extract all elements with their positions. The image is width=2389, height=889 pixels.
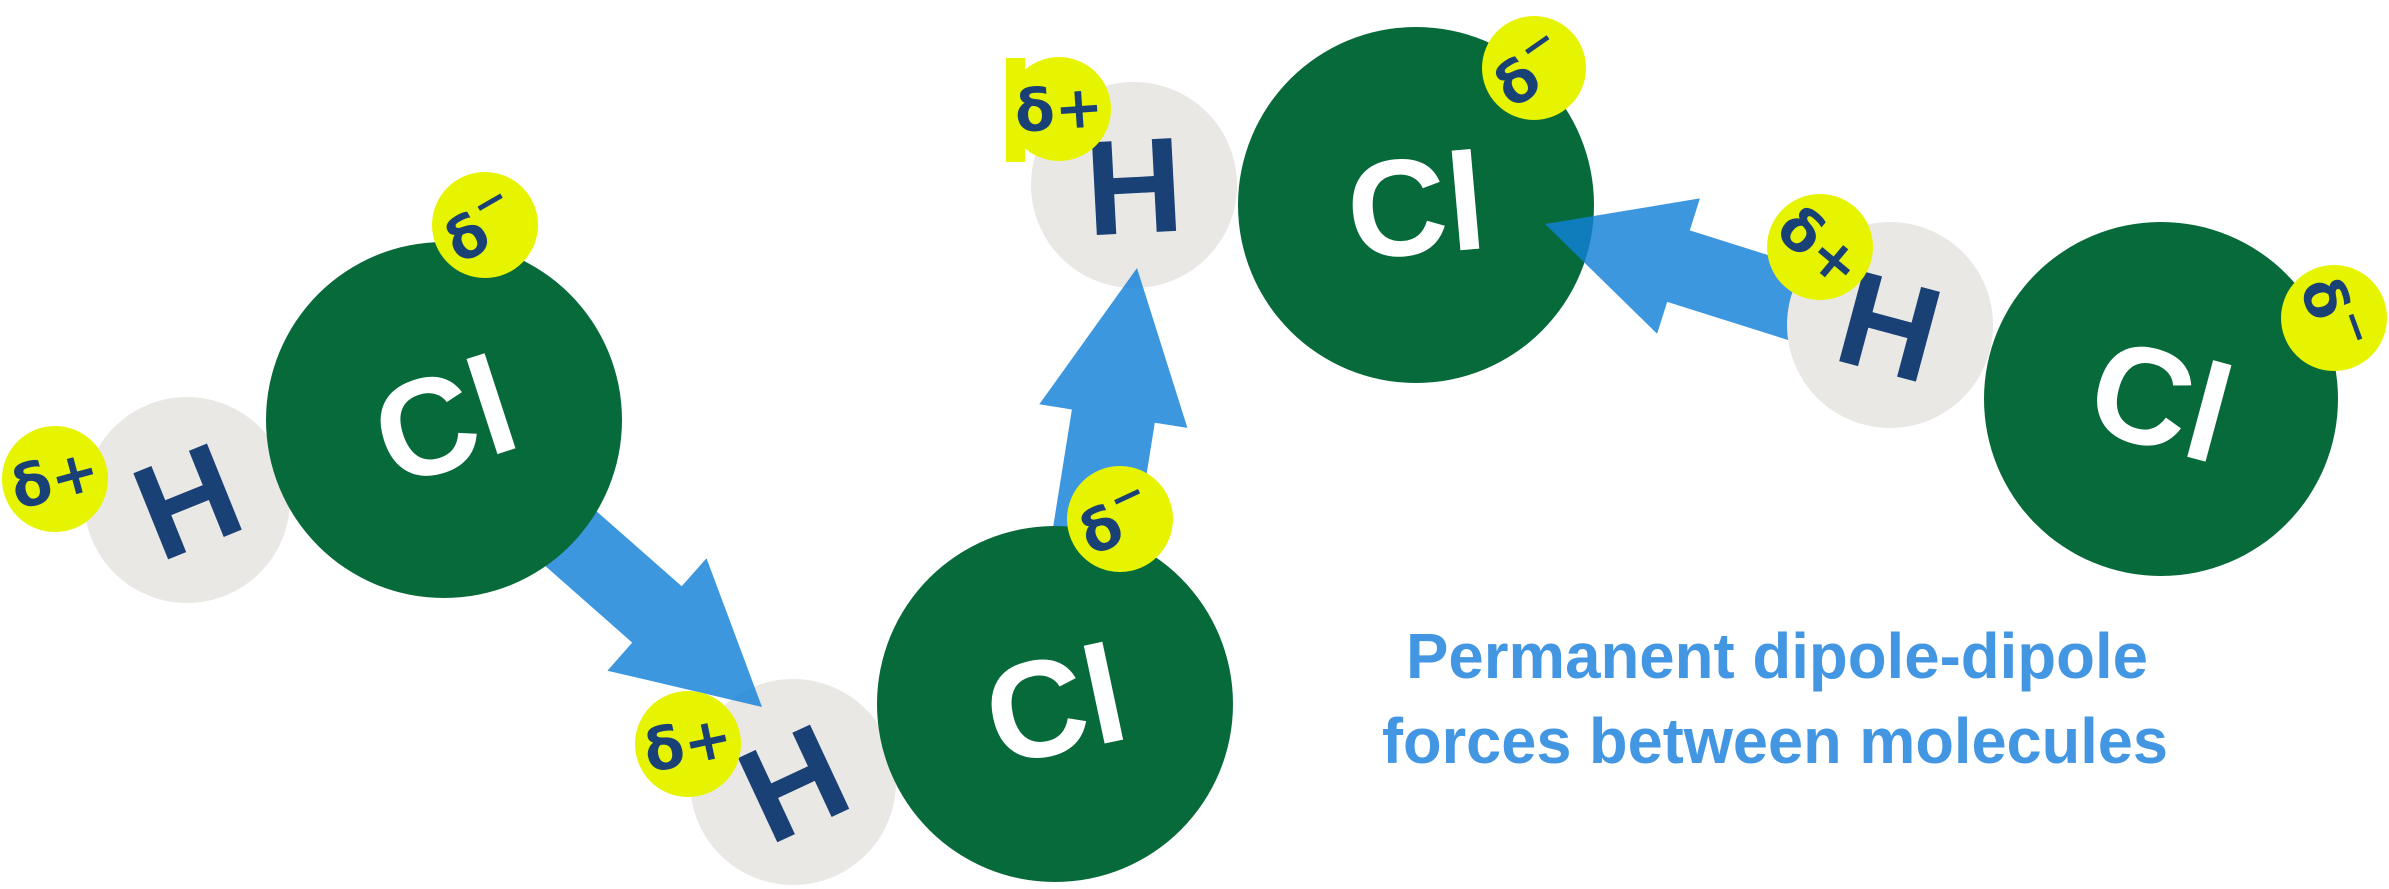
hcl-molecule-1-delta-minus-badge: δ− [428,171,538,278]
delta-plus-circle [1007,57,1111,161]
delta-minus-circle [432,172,538,278]
hydrogen-circle [690,679,896,885]
chlorine-circle [266,242,622,598]
delta-plus-circle [1767,194,1873,300]
hcl-molecule-3-delta-minus-badge: δ− [1475,14,1586,121]
chlorine-circle [1238,27,1594,383]
hcl-molecule-1-chlorine-atom: Cl [266,242,622,598]
hcl-molecule-2-delta-plus-badge: δ+ [635,691,741,797]
hcl-molecule-4-chlorine-atom: Cl [1984,222,2338,576]
delta-plus-circle [635,691,741,797]
hcl-molecule-2-hydrogen-atom: H [690,679,896,885]
hcl-molecule-2-delta-minus-badge: δ− [1064,466,1173,572]
layer-caption: Permanent dipole-dipole forces between m… [1382,620,2168,777]
hcl-molecule-1-delta-plus-badge: δ+ [2,426,108,532]
hcl-molecule-3-delta-plus-badge: δ+ [1007,57,1111,161]
delta-minus-circle [1067,466,1173,572]
hcl-molecule-1-hydrogen-atom: H [84,397,290,603]
delta-plus-symbol: δ+ [1013,72,1106,146]
layer-charge-badges: δ+ δ− δ+ δ− δ+ δ− δ+ δ− [2,14,2387,797]
delta-minus-circle [2281,265,2387,371]
delta-minus-circle [1482,16,1586,120]
chlorine-circle [877,526,1233,882]
caption-line-2: forces between molecules [1382,705,2168,777]
chlorine-symbol: Cl [1341,124,1492,289]
chlorine-symbol: Cl [972,616,1139,795]
delta-plus-circle [2,426,108,532]
hcl-molecule-4-delta-plus-badge: δ+ [1764,193,1875,302]
chlorine-circle [1984,222,2338,576]
caption-line-1: Permanent dipole-dipole [1406,620,2148,692]
hydrogen-circle [84,397,290,603]
hcl-molecule-3-chlorine-atom: Cl [1238,27,1594,383]
hcl-molecule-4-delta-minus-badge: δ− [2281,264,2387,371]
hcl-molecule-2-chlorine-atom: Cl [877,526,1233,882]
